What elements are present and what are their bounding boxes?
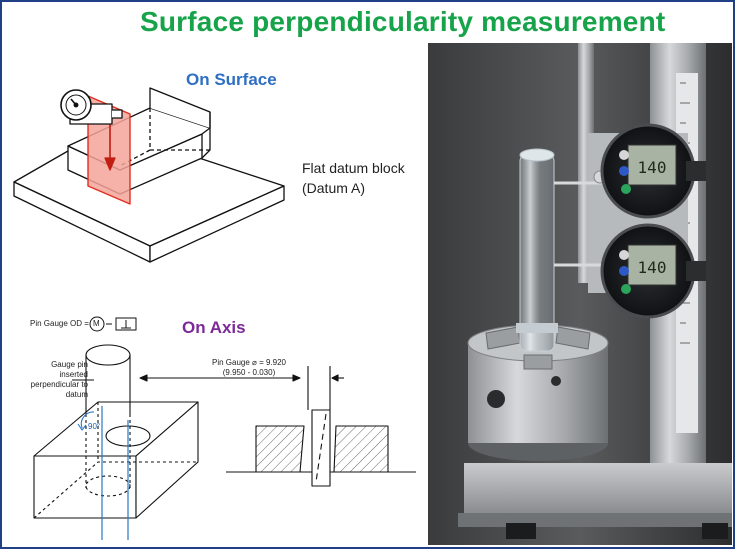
on-surface-heading: On Surface <box>186 70 277 89</box>
chuck-key-hole-right <box>551 376 561 386</box>
pin-gauge-od-label: Pin Gauge OD = <box>30 319 89 328</box>
traverse-arrow-head <box>104 157 116 171</box>
lower-gauge-reading: 140 <box>638 258 667 277</box>
gauge-pin-line3: perpendicular to datum <box>30 380 88 399</box>
upper-gauge-back <box>686 161 706 181</box>
lower-gauge-back <box>686 261 706 281</box>
dim-extension-lines <box>307 366 331 410</box>
pin-axis-lines <box>101 406 129 540</box>
perpendicular-symbol-icon <box>121 320 131 329</box>
upper-gauge-btn-2 <box>619 166 629 176</box>
gauge-pin-label: Gauge pin inserted perpendicular to datu… <box>24 360 88 400</box>
axis-block-hidden <box>33 402 198 519</box>
dim-arrow-in <box>331 374 339 382</box>
dial-stem <box>112 109 123 119</box>
base-foot-right <box>702 523 728 539</box>
dial-hub <box>73 102 79 108</box>
upper-gauge-btn-3 <box>621 184 631 194</box>
pin-bottom <box>85 475 131 497</box>
lower-gauge-btn-3 <box>621 284 631 294</box>
dim-arrow-right <box>292 374 301 382</box>
datum-block-label: Flat datum block (Datum A) <box>302 158 405 198</box>
fixture-photo: 140 140 <box>428 43 732 545</box>
preform-neck-ring <box>516 323 558 333</box>
section-right-wall <box>333 425 389 473</box>
axis-diagram <box>33 344 416 540</box>
perpendicularity-callout <box>89 316 137 332</box>
pin-diameter-label: Pin Gauge ⌀ = 9.920 (9.950 - 0.030) <box>194 358 304 378</box>
section-left-wall <box>255 425 305 473</box>
pin-dia-line2: (9.950 - 0.030) <box>222 368 276 377</box>
upper-gauge-btn-1 <box>619 150 629 160</box>
base-plate <box>464 463 732 513</box>
pin-hidden <box>85 414 131 488</box>
datum-label-line1: Flat datum block <box>302 160 405 176</box>
slide-title: Surface perpendicularity measurement <box>140 6 666 37</box>
preform-tube <box>519 154 555 352</box>
gauge-pin-line1: Gauge pin <box>51 360 88 369</box>
base-foot-left <box>506 523 536 539</box>
angle-arc-arrow <box>77 423 87 431</box>
on-axis-heading: On Axis <box>182 318 246 337</box>
lower-gauge-btn-2 <box>619 266 629 276</box>
pin-dia-line1: Pin Gauge ⌀ = 9.920 <box>212 358 286 367</box>
angle-arc <box>80 411 95 429</box>
diagram-canvas <box>13 87 416 540</box>
chuck-key-hole-left <box>487 390 505 408</box>
upper-gauge-display <box>627 144 677 186</box>
pin-top <box>85 344 131 366</box>
surface-diagram <box>13 87 285 263</box>
axis-block-side <box>135 401 199 519</box>
datum-label-line2: (Datum A) <box>302 180 366 196</box>
base-plate-edge <box>458 513 732 527</box>
lower-gauge-btn-1 <box>619 250 629 260</box>
axis-block-front <box>33 455 137 519</box>
callout-frame <box>115 317 137 331</box>
gauge-pin-line2: inserted <box>59 370 88 379</box>
dim-arrow-left <box>139 374 148 382</box>
callout-m-circle <box>89 316 105 332</box>
angle-label: 90° <box>88 422 101 431</box>
preform-tip <box>519 148 555 162</box>
section-pin-axis <box>315 413 327 483</box>
callout-m-letter: M <box>93 319 100 328</box>
upper-gauge-reading: 140 <box>638 158 667 177</box>
lower-gauge-display <box>627 244 677 286</box>
pin-sides <box>85 355 131 414</box>
datum-block-right-face <box>149 185 285 263</box>
